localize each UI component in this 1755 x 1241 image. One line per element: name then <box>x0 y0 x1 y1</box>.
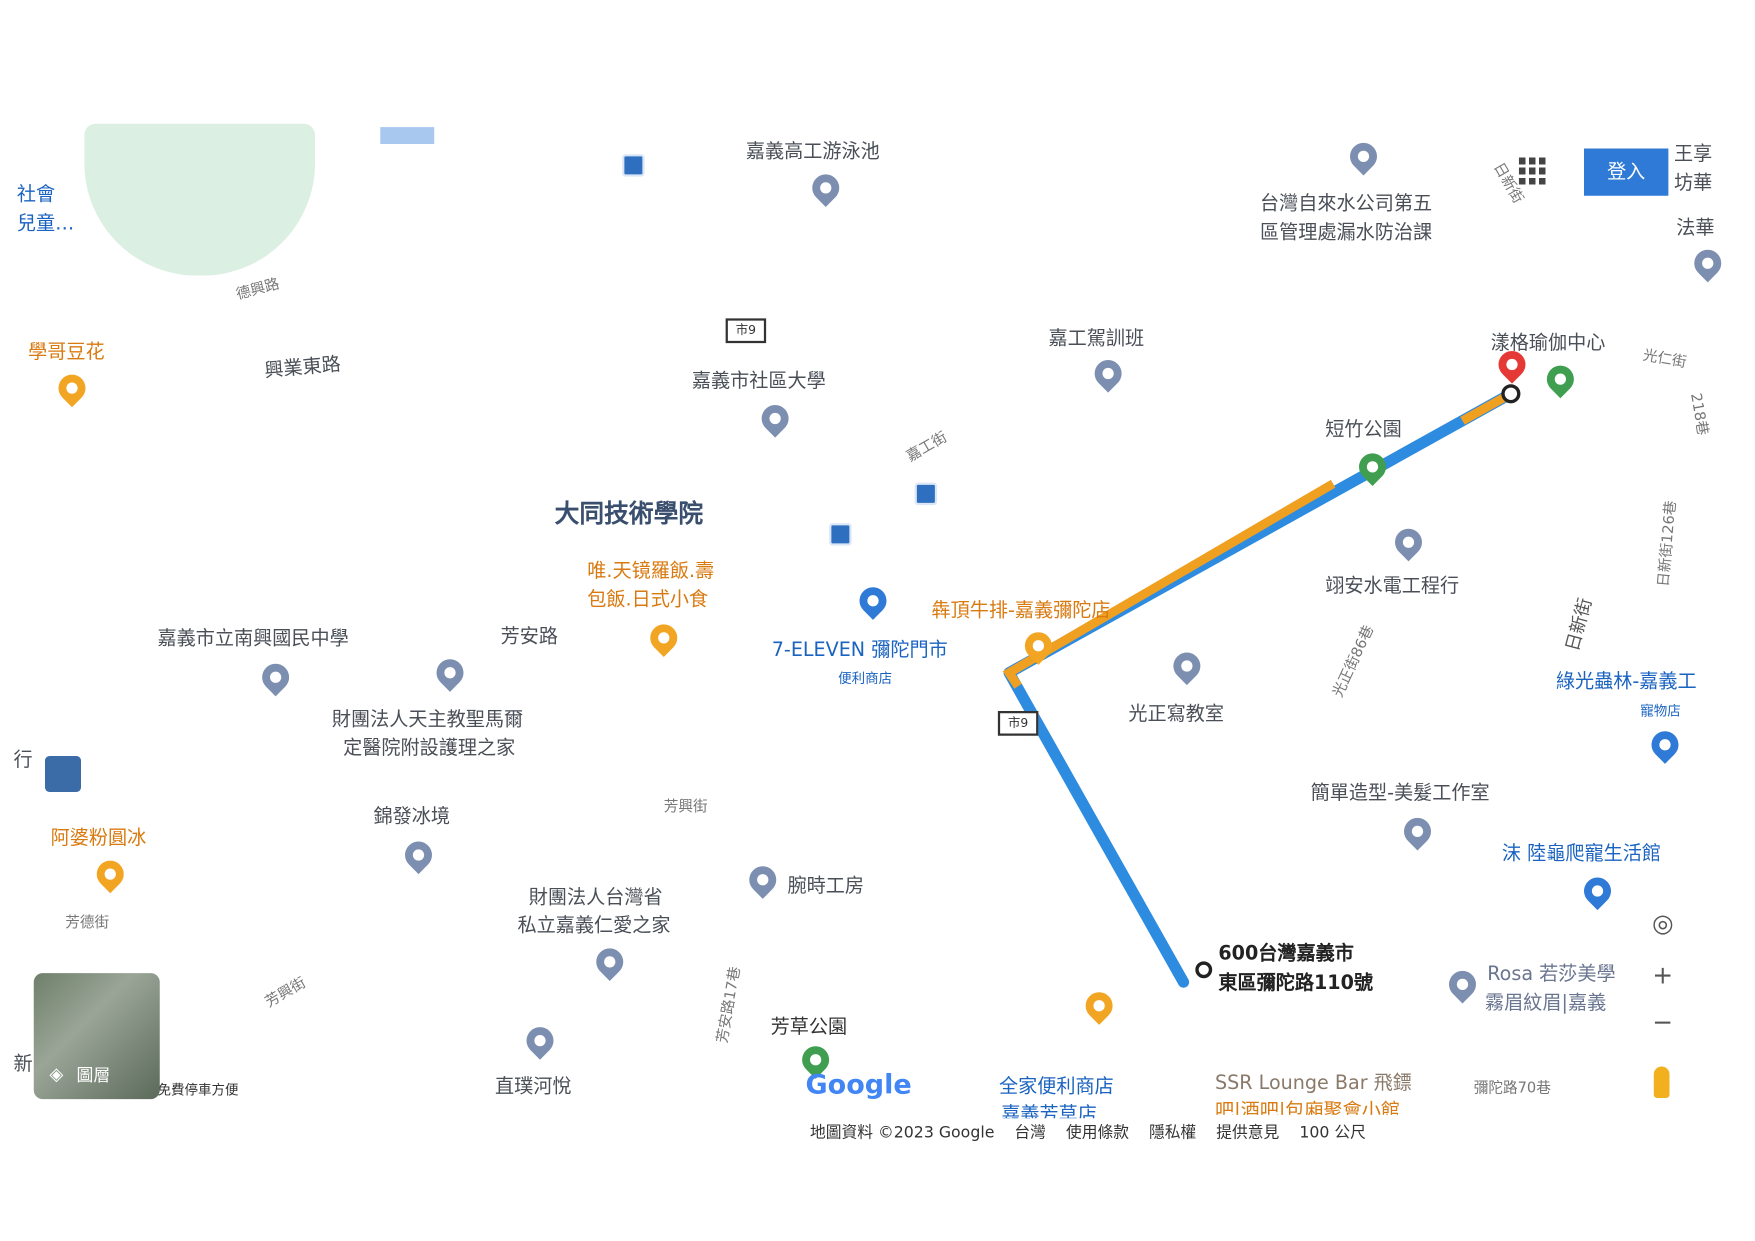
bus-stop-icon[interactable] <box>829 523 852 546</box>
label-yoga-center[interactable]: 漾格瑜伽中心 <box>1490 331 1606 355</box>
destination-address-2: 東區彌陀路110號 <box>1218 972 1374 995</box>
my-location-icon[interactable]: ◎ <box>1651 910 1674 939</box>
label-fanghua: 坊華 <box>1674 172 1713 195</box>
label-seven-category: 便利商店 <box>838 670 893 687</box>
zoom-out-button[interactable]: − <box>1652 1009 1674 1038</box>
label-family-branch: 嘉義芳草店 <box>1001 1103 1097 1119</box>
label-xin: 新 <box>13 1053 33 1076</box>
layers-icon: ◈ <box>49 1063 64 1085</box>
label-children: 兒童… <box>16 212 75 236</box>
feedback-link[interactable]: 提供意見 <box>1216 1123 1280 1142</box>
label-fahua: 法華 <box>1676 217 1715 240</box>
label-simple-salon[interactable]: 簡單造型-美髮工作室 <box>1310 781 1490 805</box>
destination-address-1: 600台灣嘉義市 <box>1218 942 1354 966</box>
layers-button[interactable]: ◈ 圖層 <box>33 973 160 1100</box>
bus-stop-icon[interactable] <box>914 482 938 506</box>
label-xuege[interactable]: 學哥豆花 <box>28 340 105 364</box>
label-zhipu[interactable]: 直璞河悅 <box>495 1075 572 1099</box>
route-shield-shi9: 市9 <box>997 711 1039 736</box>
label-renai-2[interactable]: 私立嘉義仁愛之家 <box>517 914 671 938</box>
label-ssr-2[interactable]: 吧|酒吧|包廂聚會小館 <box>1215 1100 1401 1115</box>
label-steak[interactable]: 犇頂牛排-嘉義彌陀店 <box>931 599 1111 623</box>
street-fangan: 芳安路 <box>500 625 558 649</box>
route-line <box>1003 388 1517 988</box>
zoom-in-button[interactable]: + <box>1652 961 1674 990</box>
label-hang: 行 <box>13 749 33 772</box>
label-water-company-2[interactable]: 區管理處漏水防治課 <box>1260 221 1433 245</box>
street-fangxing: 芳興街 <box>663 798 708 816</box>
layers-label: 圖層 <box>76 1065 111 1086</box>
label-fangcao-park[interactable]: 芳草公園 <box>770 1015 848 1039</box>
label-family-mart[interactable]: 全家便利商店 <box>999 1075 1114 1099</box>
map-footer: 地圖資料 ©2023 Google 台灣 使用條款 隱私權 提供意見 100 公… <box>810 1121 1366 1144</box>
water-area <box>380 127 435 144</box>
route-end <box>1195 961 1213 979</box>
terms-link[interactable]: 使用條款 <box>1065 1123 1129 1142</box>
label-greenbug[interactable]: 綠光蟲林-嘉義工 <box>1555 670 1697 694</box>
google-logo: Google <box>805 1068 912 1101</box>
apps-grid-icon[interactable] <box>1518 157 1546 185</box>
label-tianjing-1[interactable]: 唯.天镜羅飯.壽 <box>587 560 715 583</box>
label-datong-college[interactable]: 大同技術學院 <box>554 500 704 529</box>
label-community-college[interactable]: 嘉義市社區大學 <box>691 370 826 393</box>
label-catholic-1[interactable]: 財團法人天主教聖馬爾 <box>331 708 524 732</box>
label-social: 社會 <box>16 183 56 206</box>
street-mituo70: 彌陀路70巷 <box>1473 1080 1551 1097</box>
label-pool[interactable]: 嘉義高工游泳池 <box>745 140 880 164</box>
label-catholic-2[interactable]: 定醫院附設護理之家 <box>343 736 516 760</box>
label-parking: 免費停車方便 <box>157 1082 239 1098</box>
label-greenbug-category: 寵物店 <box>1640 703 1681 719</box>
bus-stop-icon[interactable] <box>622 154 645 177</box>
label-wangxiang: 王享 <box>1674 142 1713 166</box>
label-wanshi-workshop[interactable]: 腕時工房 <box>787 875 865 898</box>
map-data-credit: 地圖資料 ©2023 Google <box>810 1123 995 1142</box>
label-jinfa-ice[interactable]: 錦發冰境 <box>373 805 451 829</box>
label-seven-eleven[interactable]: 7-ELEVEN 彌陀門市 <box>771 639 948 662</box>
route-traffic-segment <box>1002 479 1336 689</box>
label-yian-electric[interactable]: 翊安水電工程行 <box>1325 574 1460 598</box>
label-tianjing-2[interactable]: 包飯.日式小食 <box>587 588 709 611</box>
label-renai-1[interactable]: 財團法人台灣省 <box>528 886 663 910</box>
label-apo-ice[interactable]: 阿婆粉圓冰 <box>50 826 147 850</box>
region-link[interactable]: 台灣 <box>1014 1123 1046 1142</box>
label-rosa-2[interactable]: 霧眉紋眉|嘉義 <box>1485 992 1607 1015</box>
label-guangzheng-class[interactable]: 光正寫教室 <box>1128 703 1224 726</box>
scale-bar[interactable]: 100 公尺 <box>1299 1123 1366 1142</box>
privacy-link[interactable]: 隱私權 <box>1149 1123 1197 1142</box>
label-water-company-1[interactable]: 台灣自來水公司第五 <box>1260 192 1433 215</box>
transit-icon[interactable] <box>45 756 81 792</box>
label-driving-school[interactable]: 嘉工駕訓班 <box>1048 327 1145 350</box>
label-tortoise-shop[interactable]: 沫 陸龜爬寵生活館 <box>1501 842 1661 866</box>
login-button[interactable]: 登入 <box>1584 148 1669 196</box>
route-start <box>1501 384 1521 404</box>
label-rosa-1[interactable]: Rosa 若莎美學 <box>1487 963 1616 986</box>
route-shield-shi9: 市9 <box>725 318 767 344</box>
street-fangde: 芳德街 <box>65 914 110 932</box>
label-nanxing-school[interactable]: 嘉義市立南興國民中學 <box>157 627 349 651</box>
label-duanzhu-park[interactable]: 短竹公園 <box>1325 418 1402 442</box>
pegman-icon[interactable] <box>1653 1066 1670 1098</box>
label-ssr-1[interactable]: SSR Lounge Bar 飛鏢 <box>1215 1072 1412 1095</box>
